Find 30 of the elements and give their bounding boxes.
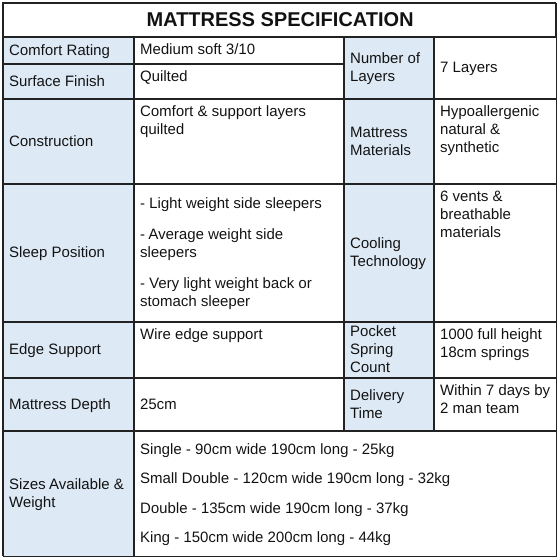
table-cell: Medium soft 3/10: [134, 37, 344, 64]
list-item: - Light weight side sleepers: [140, 194, 323, 213]
row-header: Pocket Spring Count: [344, 322, 434, 378]
row-header: Sleep Position: [3, 184, 134, 322]
table-cell: 25cm: [134, 378, 344, 431]
row-header: Surface Finish: [3, 64, 134, 99]
list-item: Single - 90cm wide 190cm long - 25kg: [140, 440, 396, 459]
table-cell: 6 vents & breathable materials: [434, 184, 557, 322]
table-cell: Comfort & support layers quilted: [134, 99, 344, 184]
list-item: Double - 135cm wide 190cm long - 37kg: [140, 500, 410, 518]
row-header: Mattress Materials: [344, 99, 434, 184]
table-cell: 1000 full height 18cm springs: [434, 322, 557, 378]
row-header: Edge Support: [3, 322, 134, 378]
row-header: Mattress Depth: [3, 378, 134, 431]
table-cell: Wire edge support: [134, 322, 344, 378]
list-item: Small Double - 120cm wide 190cm long - 32kg: [140, 470, 452, 488]
list-item: - Very light weight back or stomach sleeper: [140, 275, 313, 312]
table-cell: 7 Layers: [434, 37, 557, 99]
row-header: Cooling Technology: [344, 184, 434, 322]
table-cell: Hypoallergenic natural & synthetic: [434, 99, 557, 184]
row-header: Comfort Rating: [3, 37, 134, 64]
row-header: Delivery Time: [344, 378, 434, 431]
table-cell: Quilted: [134, 64, 344, 99]
row-header: Construction: [3, 99, 134, 184]
row-header: Number of Layers: [344, 37, 434, 99]
table-title: MATTRESS SPECIFICATION: [3, 3, 557, 37]
row-header: Sizes Available & Weight: [3, 431, 134, 557]
list-item: King - 150cm wide 200cm long - 44kg: [140, 529, 392, 548]
list-item: - Average weight side sleepers: [140, 226, 284, 262]
table-cell: Within 7 days by 2 man team: [434, 378, 557, 431]
